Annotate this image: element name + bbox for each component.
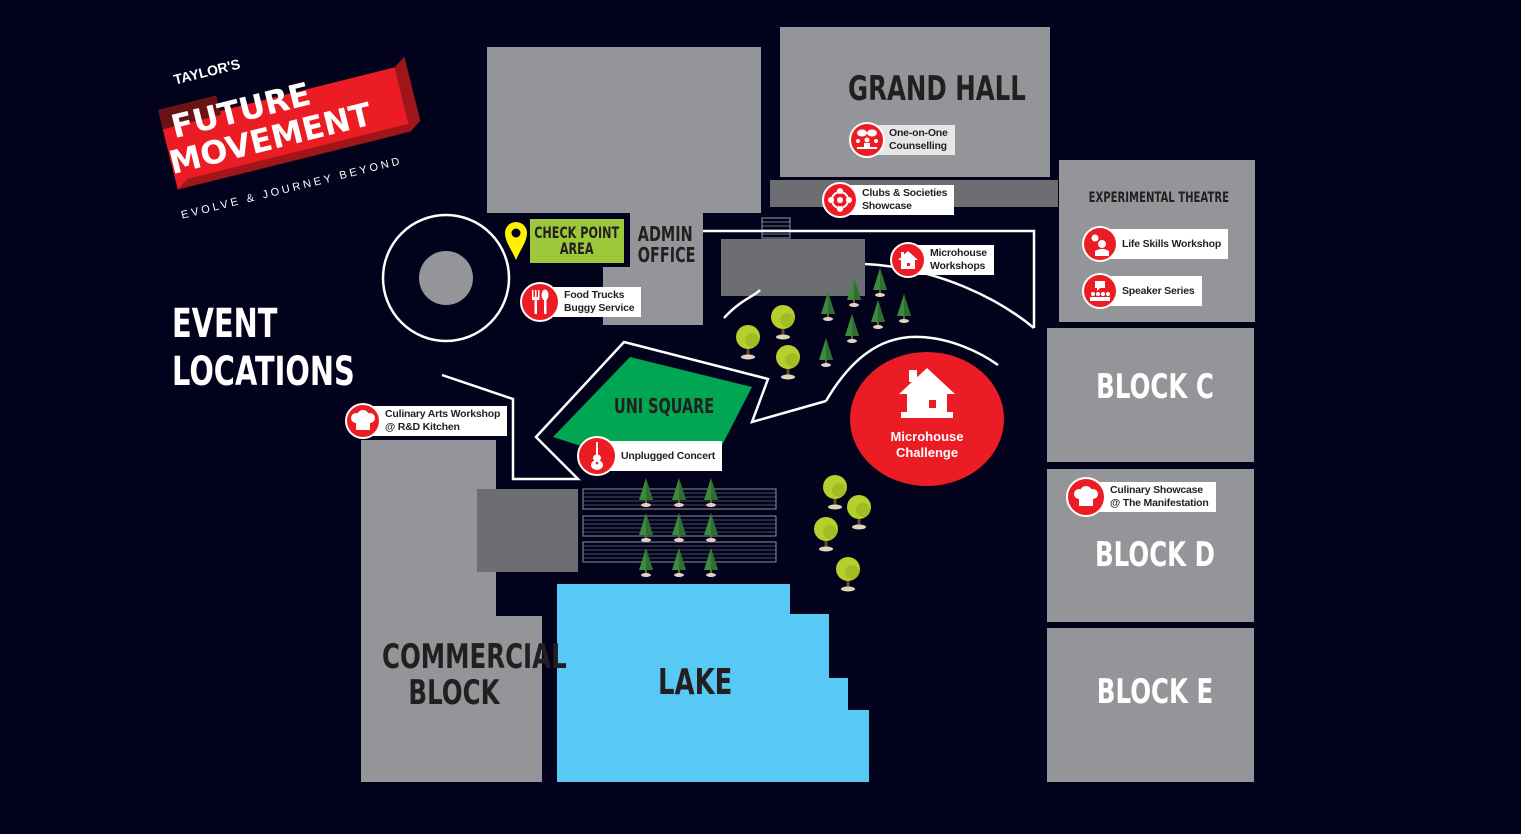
event-label-line-1: Culinary Showcase <box>1110 484 1203 496</box>
event-unplugged-concert[interactable]: Unplugged Concert <box>577 436 723 476</box>
title-line-2: LOCATIONS <box>172 349 355 395</box>
event-label-line-2: Workshops <box>930 260 986 272</box>
location-pin-icon <box>505 222 527 260</box>
event-life-skills-workshop[interactable]: Life Skills Workshop <box>1082 226 1229 262</box>
checkpoint-line-1: CHECK POINT <box>534 223 620 242</box>
microhouse-challenge[interactable]: Microhouse Challenge <box>850 352 1004 486</box>
taylors-future-movement-logo: TAYLOR'S FUTURE MOVEMENT EVOLVE & JOURNE… <box>157 50 428 222</box>
title-line-1: EVENT <box>172 301 278 347</box>
lake <box>557 584 869 782</box>
event-label: Culinary Arts Workshop @ R&D Kitchen <box>369 406 508 436</box>
audience-speech-icon <box>1082 273 1118 309</box>
event-label-line-1: Culinary Arts Workshop <box>385 408 501 420</box>
event-label: Clubs & Societies Showcase <box>846 185 955 215</box>
block-d-label: BLOCK D <box>1095 535 1215 575</box>
event-label-line-2: Buggy Service <box>564 302 635 314</box>
block-e-label: BLOCK E <box>1096 672 1214 712</box>
commercial-label-line-2: BLOCK <box>408 672 500 713</box>
leafy-trees <box>736 305 871 592</box>
block-c-building <box>1047 328 1254 462</box>
commercial-block-label: COMMERCIAL BLOCK <box>382 637 567 713</box>
lightbulb-person-icon <box>1082 226 1118 262</box>
block-c-label: BLOCK C <box>1096 367 1214 407</box>
block-e-building <box>1047 628 1254 782</box>
event-label: Food Trucks Buggy Service <box>548 287 642 317</box>
event-label: One-on-One Counselling <box>873 125 955 155</box>
pathway-upper <box>703 229 1036 328</box>
fork-spoon-icon <box>520 282 560 322</box>
house-icon <box>899 368 955 427</box>
stairs <box>761 217 791 239</box>
annex-building <box>477 489 578 572</box>
event-label-line-1: Microhouse <box>930 247 987 259</box>
commercial-label-line-1: COMMERCIAL <box>382 637 567 677</box>
counselling-icon <box>849 122 885 158</box>
commercial-block-building <box>361 440 542 782</box>
event-culinary-arts-workshop[interactable]: Culinary Arts Workshop @ R&D Kitchen <box>345 403 508 439</box>
experimental-theatre-label: EXPERIMENTAL THEATRE <box>1088 190 1229 206</box>
chef-hat-icon <box>1066 477 1106 517</box>
event-label-line-2: @ The Manifestation <box>1110 497 1209 509</box>
guitar-icon <box>577 436 617 476</box>
checkpoint-line-2: AREA <box>560 239 594 258</box>
event-label: Culinary Showcase @ The Manifestation <box>1094 482 1216 512</box>
mh-challenge-line-1: Microhouse <box>890 429 964 444</box>
grand-hall-label: GRAND HALL <box>848 69 1026 109</box>
lake-label: LAKE <box>658 662 733 703</box>
event-label-line-1: Speaker Series <box>1122 284 1195 297</box>
event-label-line-1: One-on-One <box>889 127 948 139</box>
event-label: Unplugged Concert <box>605 441 723 471</box>
roundabout-center <box>419 251 473 305</box>
roundabout <box>381 213 511 343</box>
event-culinary-showcase[interactable]: Culinary Showcase @ The Manifestation <box>1066 477 1216 517</box>
pathway-arc <box>723 289 761 319</box>
event-label-line-2: Showcase <box>862 200 912 212</box>
event-label: Microhouse Workshops <box>914 245 994 275</box>
event-label: Speaker Series <box>1106 276 1202 306</box>
uni-square-label: UNI SQUARE <box>614 394 715 418</box>
microhouse-building <box>721 239 865 296</box>
event-label-line-1: Unplugged Concert <box>621 449 716 462</box>
event-clubs-societies[interactable]: Clubs & Societies Showcase <box>822 182 955 218</box>
admin-office-building <box>487 47 761 325</box>
house-icon <box>890 242 926 278</box>
event-label-line-2: Counselling <box>889 140 947 152</box>
network-people-icon <box>822 182 858 218</box>
event-counselling[interactable]: One-on-One Counselling <box>849 122 955 158</box>
event-label-line-1: Clubs & Societies <box>862 187 948 199</box>
pathway-outline <box>441 340 827 481</box>
event-speaker-series[interactable]: Speaker Series <box>1082 273 1202 309</box>
admin-label-line-1: ADMIN <box>637 222 693 246</box>
event-label-line-1: Life Skills Workshop <box>1122 237 1222 250</box>
event-label: Life Skills Workshop <box>1106 229 1229 259</box>
mh-challenge-line-2: Challenge <box>895 445 959 460</box>
admin-office-label: ADMIN OFFICE <box>637 222 696 267</box>
pathway-curve <box>824 335 999 402</box>
event-label-line-1: Food Trucks <box>564 289 625 301</box>
chef-hat-icon <box>345 403 381 439</box>
event-label-line-2: @ R&D Kitchen <box>385 421 460 433</box>
page-title: EVENT LOCATIONS <box>172 300 355 396</box>
admin-label-line-2: OFFICE <box>637 243 696 267</box>
event-microhouse-workshops[interactable]: Microhouse Workshops <box>890 242 994 278</box>
event-food-trucks[interactable]: Food Trucks Buggy Service <box>520 282 642 322</box>
microhouse-challenge-label: Microhouse Challenge <box>891 429 964 461</box>
checkpoint-area[interactable]: CHECK POINT AREA <box>530 219 624 263</box>
